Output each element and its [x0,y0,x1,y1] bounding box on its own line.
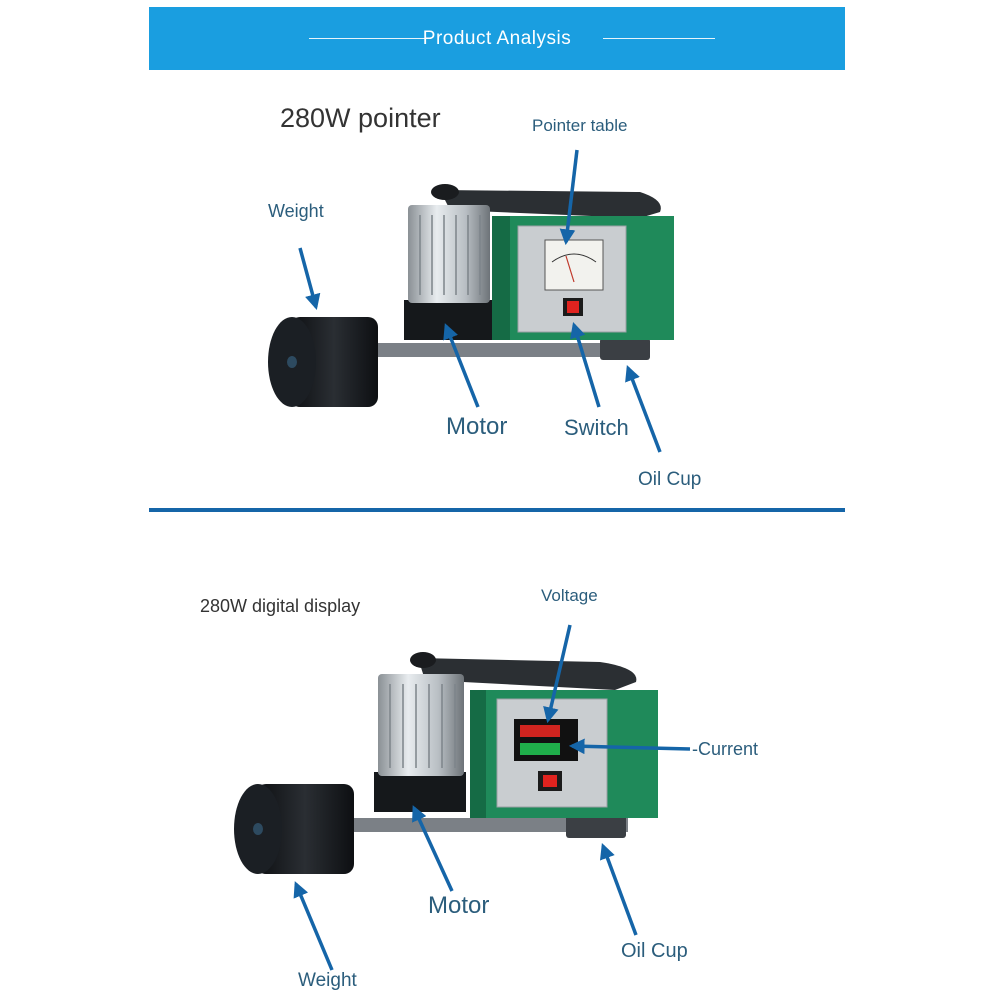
section-title-pointer: 280W pointer [280,103,441,133]
motor-pulley [431,184,459,200]
label-motor-1: Motor [446,413,508,440]
arrow-pointer-table [559,149,579,246]
voltage-display [520,725,560,737]
header-banner: Product Analysis [149,7,845,70]
section-title-digital: 280W digital display [200,596,361,616]
label-switch: Switch [564,415,629,440]
arrow-oil-cup-2 [599,843,638,936]
label-voltage: Voltage [541,586,598,605]
arrow-current [568,738,691,755]
base-rail [330,818,628,832]
arrow-motor-1 [443,323,480,408]
arrow-weight-1 [298,247,321,311]
label-weight-1: Weight [268,201,324,221]
banner-rule-right [603,38,715,39]
meter-needle [565,255,575,283]
arrow-voltage [543,624,572,724]
pointer-meter [544,239,604,291]
machine-pointer-model [268,184,674,407]
weight [256,784,354,874]
section-divider [149,508,845,512]
arrow-oil-cup-1 [625,365,662,453]
banner-title: Product Analysis [422,28,572,49]
oil-cup [600,338,650,360]
motor-body [378,674,464,776]
motor-body [408,205,490,303]
label-weight-2: Weight [298,970,357,991]
label-oil-cup-1: Oil Cup [638,469,702,490]
arrow-switch [570,321,601,408]
current-display [520,743,560,755]
motor-base [374,772,466,812]
banner-rule-left [309,38,431,39]
arrow-weight-2 [293,881,334,971]
base-rail [330,343,650,357]
drive-belt [418,658,637,690]
label-current: -Current [692,739,759,759]
label-oil-cup-2: Oil Cup [621,940,688,962]
arrow-motor-2 [412,805,454,892]
oil-cup [566,814,626,838]
label-pointer-table: Pointer table [532,116,628,135]
drive-belt [440,190,661,218]
label-motor-2: Motor [428,892,490,919]
motor-pulley [410,652,436,668]
machine-digital-model [234,652,658,874]
